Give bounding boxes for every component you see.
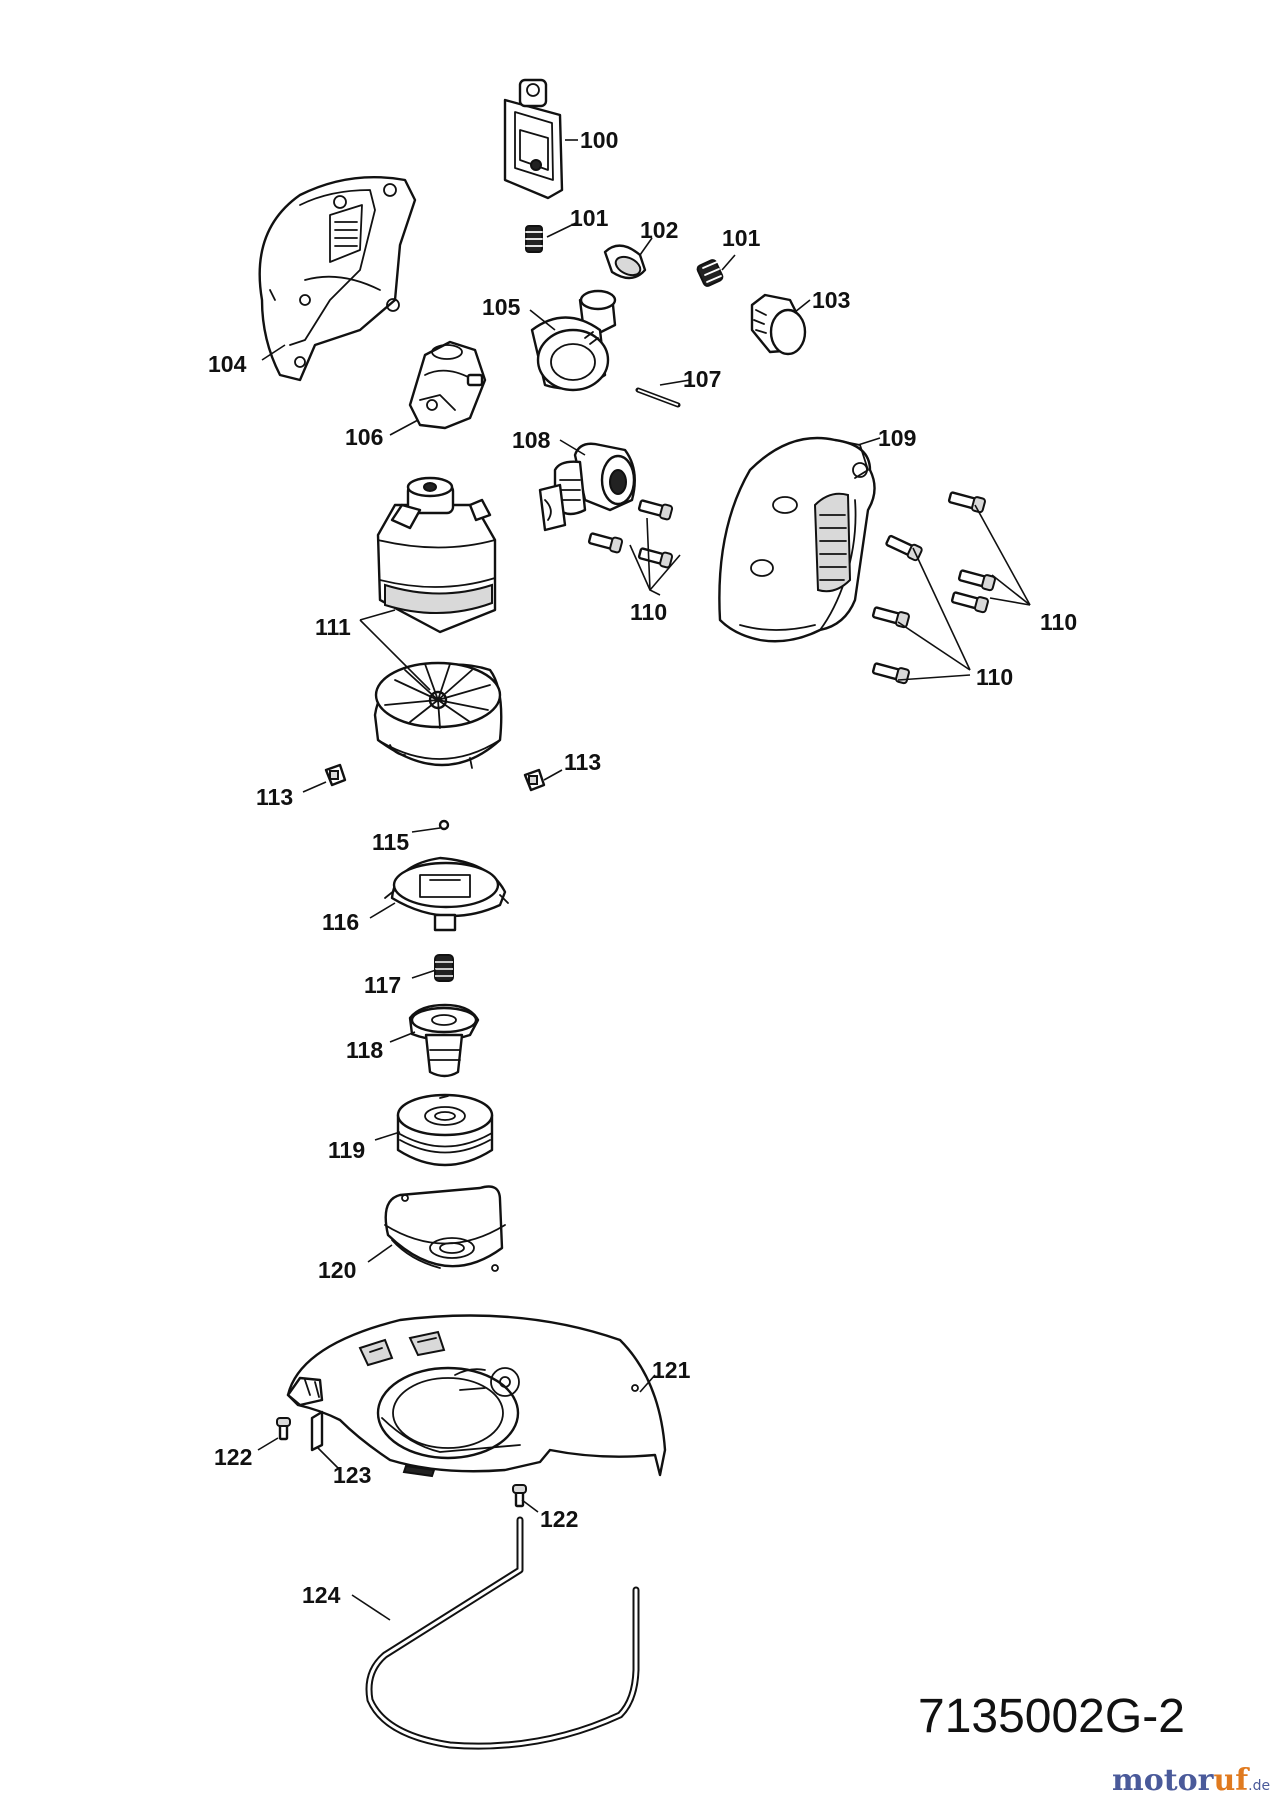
part-122-screw-right (512, 1484, 527, 1508)
screw (637, 499, 674, 521)
callout-101: 101 (570, 205, 609, 231)
part-106-brush-holder (408, 340, 487, 430)
callout-102: 102 (640, 217, 678, 243)
callout-103: 103 (812, 287, 850, 313)
screw (587, 532, 624, 554)
watermark-suffix: .de (1248, 1778, 1270, 1794)
part-103-switch-knob (750, 293, 807, 356)
part-109-housing-right (718, 436, 876, 643)
part-121-guard (286, 1314, 667, 1478)
screw (871, 606, 910, 629)
part-115-washer (438, 819, 450, 831)
part-107-pin (635, 387, 681, 408)
callout-113: 113 (256, 784, 293, 810)
part-101-spring-right (696, 259, 724, 287)
callout-122: 122 (214, 1444, 252, 1470)
callout-113: 113 (564, 749, 601, 775)
screw (957, 569, 996, 592)
callout-104: 104 (208, 351, 247, 377)
callout-121: 121 (652, 1357, 691, 1383)
screw (871, 662, 910, 685)
part-118-hub (408, 1003, 480, 1078)
callout-labels: 100 101 102 101 103 104 105 106 107 108 … (208, 127, 1077, 1608)
part-113-clip-right (523, 768, 546, 792)
callout-110: 110 (976, 664, 1013, 690)
screw (950, 591, 989, 614)
part-123-blade (310, 1410, 324, 1452)
watermark-accent: uf (1213, 1763, 1250, 1798)
callout-120: 120 (318, 1257, 356, 1283)
leader-lines (257, 139, 1031, 1621)
part-110-screw-group (587, 491, 996, 685)
part-108-switch-housing (538, 442, 636, 532)
watermark-main: motor (1112, 1763, 1215, 1798)
callout-109: 109 (878, 425, 916, 451)
part-122-screw-left (276, 1417, 291, 1441)
screw (637, 547, 674, 569)
svg-text:motoruf.de: motoruf.de (1112, 1763, 1270, 1798)
part-116-spool-carrier (384, 856, 509, 932)
part-111-motor (376, 476, 497, 634)
part-105-sleeve (530, 289, 617, 392)
callout-108: 108 (512, 427, 551, 453)
screw (885, 534, 923, 562)
part-124-wire-bow (365, 1516, 640, 1750)
callout-101: 101 (722, 225, 761, 251)
callout-116: 116 (322, 909, 359, 935)
callout-122: 122 (540, 1506, 578, 1532)
callout-106: 106 (345, 424, 383, 450)
callout-110: 110 (1040, 609, 1077, 635)
callout-115: 115 (372, 829, 409, 855)
screw (947, 491, 986, 514)
part-111-fan (373, 661, 503, 769)
motoruf-watermark-logo: motoruf.de (1112, 1763, 1270, 1798)
callout-100: 100 (580, 127, 618, 153)
callout-118: 118 (346, 1037, 383, 1063)
part-119-spool (396, 1093, 494, 1167)
callout-119: 119 (328, 1137, 365, 1163)
callout-110: 110 (630, 599, 667, 625)
part-120-spool-cover (384, 1185, 506, 1272)
part-102-slider (603, 244, 647, 280)
part-113-clip-left (324, 763, 347, 787)
part-100-switch-frame (503, 78, 564, 200)
drawing-number: 7135002G-2 (918, 1690, 1185, 1743)
callout-124: 124 (302, 1582, 341, 1608)
part-104-housing-left (258, 175, 417, 382)
callout-107: 107 (683, 366, 721, 392)
callout-111: 111 (315, 614, 351, 640)
part-101-spring-left (525, 225, 543, 253)
callout-123: 123 (333, 1462, 371, 1488)
part-117-spring (434, 954, 454, 982)
callout-117: 117 (364, 972, 401, 998)
callout-105: 105 (482, 294, 521, 320)
